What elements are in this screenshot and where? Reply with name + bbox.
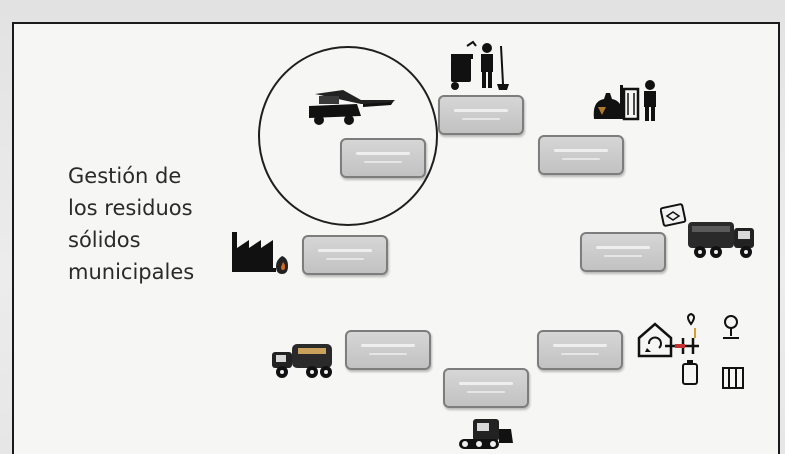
street-cleaning-icon — [445, 40, 517, 92]
highlight-circle — [258, 46, 438, 226]
collection-vehicle-icon — [305, 86, 397, 130]
recycling-house-icon — [635, 312, 753, 394]
industry-icon — [228, 228, 298, 276]
stage-box-top-center — [438, 95, 524, 135]
stage-box-middle-right — [580, 232, 666, 272]
stage-box-middle-left — [302, 235, 388, 275]
stage-box-bottom-right — [537, 330, 623, 370]
title-line-2: los residuos — [68, 196, 193, 220]
garbage-truck-icon — [660, 200, 760, 262]
stage-box-top-left — [340, 138, 426, 178]
bulldozer-icon — [455, 415, 517, 453]
title-line-4: municipales — [68, 260, 195, 284]
stage-box-top-right — [538, 135, 624, 175]
diagram-title: Gestión de los residuos sólidos municipa… — [68, 160, 238, 288]
waste-transfer-truck-icon — [268, 338, 340, 382]
title-line-1: Gestión de — [68, 164, 182, 188]
stage-box-bottom-left — [345, 330, 431, 370]
title-line-3: sólidos — [68, 228, 141, 252]
stage-box-bottom-center — [443, 368, 529, 408]
waste-bag-bin-icon — [590, 75, 662, 125]
